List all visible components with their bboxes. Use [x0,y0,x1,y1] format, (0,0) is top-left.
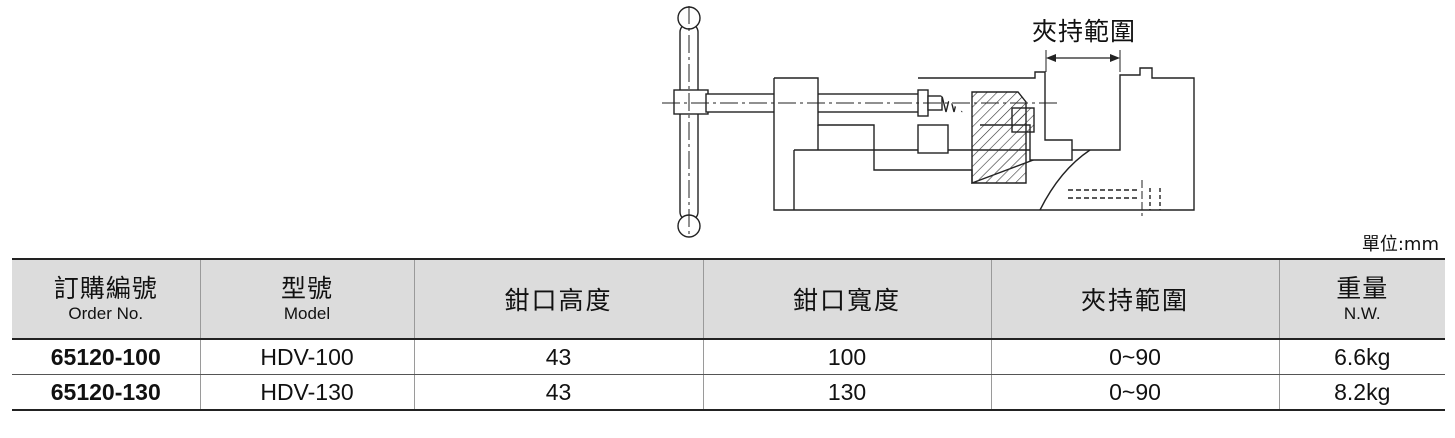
header-jaw-height: 鉗口高度 [414,258,704,340]
hatched-jaw-block [971,91,1027,184]
table-row: 65120-100 HDV-100 43 100 0~90 6.6kg [12,339,1445,375]
vise-outline [662,6,1195,238]
cell-model: HDV-130 [200,374,415,411]
header-weight: 重量 N.W. [1279,258,1445,340]
cell-weight: 6.6kg [1279,339,1445,375]
unit-label: 單位:mm [1361,234,1439,255]
header-model: 型號 Model [200,258,415,340]
header-jaw-width: 鉗口寬度 [703,258,992,340]
table-header-row: 訂購編號 Order No. 型號 Model 鉗口高度 鉗口寬度 夾持範圍 重… [12,258,1445,340]
cell-order-no: 65120-130 [12,374,201,411]
table-row: 65120-130 HDV-130 43 130 0~90 8.2kg [12,374,1445,411]
clamping-range-label: 夾持範圍 [1032,17,1137,46]
cell-weight: 8.2kg [1279,374,1445,411]
spec-table: 訂購編號 Order No. 型號 Model 鉗口高度 鉗口寬度 夾持範圍 重… [12,258,1445,411]
cell-jaw-height: 43 [414,339,704,375]
vise-cross-section-svg [662,6,1195,238]
header-clamping-range: 夾持範圍 [991,258,1280,340]
cell-jaw-width: 100 [703,339,992,375]
cell-model: HDV-100 [200,339,415,375]
header-order-no: 訂購編號 Order No. [12,258,201,340]
cell-jaw-height: 43 [414,374,704,411]
cell-order-no: 65120-100 [12,339,201,375]
cell-clamping-range: 0~90 [991,374,1280,411]
vise-technical-drawing: 夾持範圍 單位:mm [662,6,1439,255]
cell-jaw-width: 130 [703,374,992,411]
vise-body [773,67,1195,211]
handle-hub [673,89,709,115]
cell-clamping-range: 0~90 [991,339,1280,375]
